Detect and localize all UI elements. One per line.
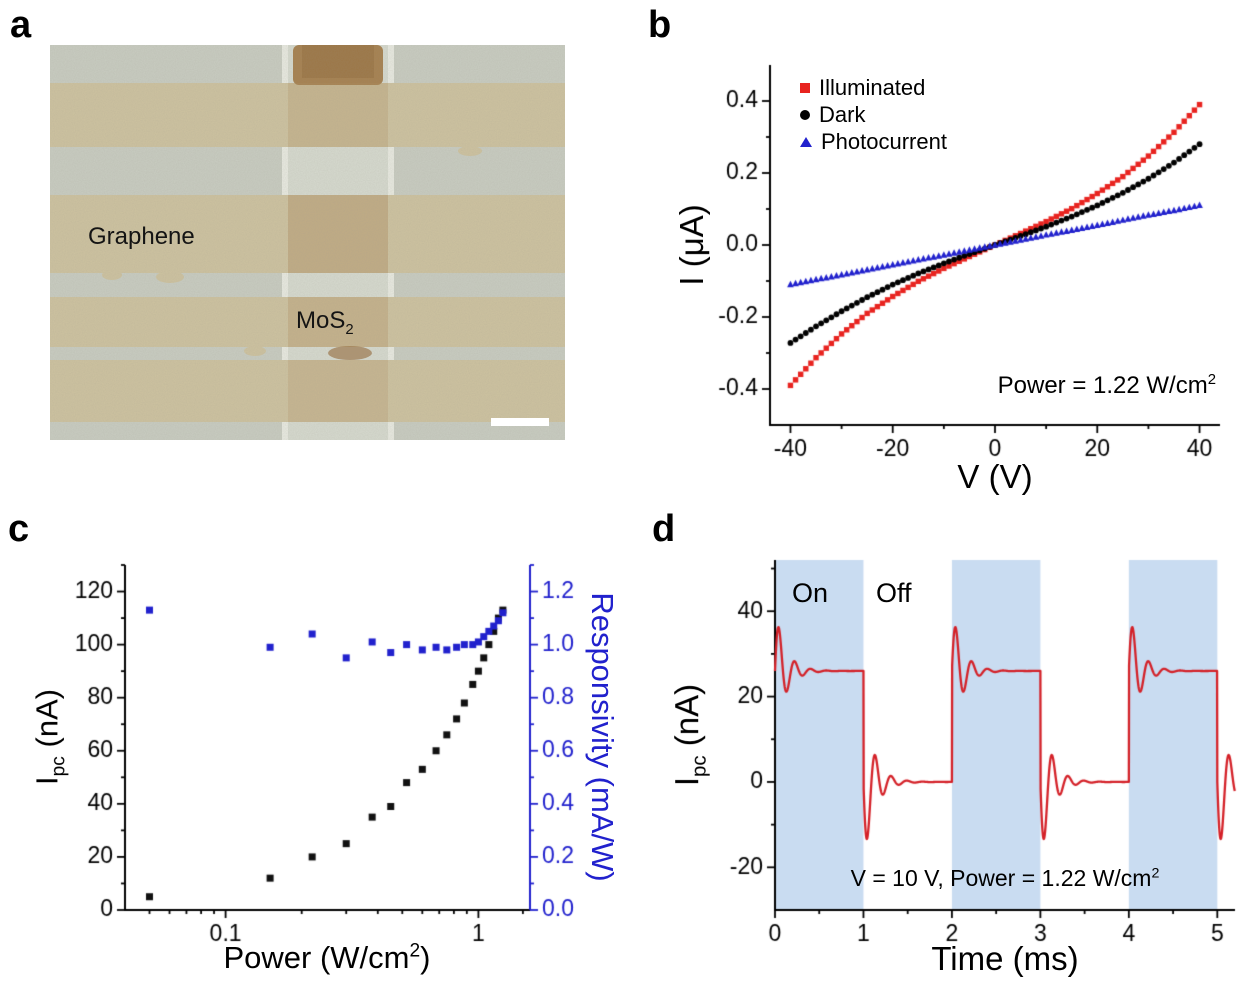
chart-c-left-title-sub: pc <box>48 756 70 777</box>
chart-c-xaxis-post: ) <box>420 940 431 975</box>
chart-b-xaxis-title: V (V) <box>957 458 1032 496</box>
chart-d-annotation-text: V = 10 V, Power = 1.22 W/cm <box>850 865 1152 891</box>
chart-d-annotation-sup: 2 <box>1151 865 1160 882</box>
mos2-label-sub: 2 <box>345 321 354 338</box>
panel-letter-d: d <box>652 508 676 550</box>
on-region-label: On <box>792 578 828 609</box>
chart-c-right-title-text: Responsivity (mA/W) <box>585 592 620 882</box>
panel-letter-c: c <box>8 508 30 550</box>
chart-b-canvas <box>660 30 1250 500</box>
on-label-text: On <box>792 578 829 608</box>
legend-label-photocurrent: Photocurrent <box>821 128 947 154</box>
legend-label-illuminated: Illuminated <box>819 74 926 100</box>
mos2-label: MoS2 <box>296 307 354 338</box>
off-region-label: Off <box>876 578 912 609</box>
chart-c-xaxis-sup: 2 <box>409 940 421 962</box>
chart-c-power-dependence: Power (W/cm2) Ipc (nA) Responsivity (mA/… <box>29 540 630 990</box>
chart-d-yaxis-title-post: (nA) <box>668 683 706 756</box>
chart-d-xaxis-title-text: Time (ms) <box>931 940 1079 977</box>
mos2-label-main: MoS <box>296 307 346 334</box>
chart-b-xaxis-title-text: V (V) <box>957 458 1033 495</box>
chart-d-yaxis-title-main: I <box>668 776 706 787</box>
graphene-label: Graphene <box>88 223 195 251</box>
chart-b-annotation-text: Power = 1.22 W/cm <box>997 372 1208 399</box>
legend-item-illuminated: Illuminated <box>800 74 947 101</box>
chart-b-yaxis-title-text: I (μA) <box>673 204 710 286</box>
chart-c-right-axis-title: Responsivity (mA/W) <box>584 592 620 881</box>
micrograph-image <box>50 45 565 440</box>
panel-letter-a: a <box>10 4 32 46</box>
chart-d-xaxis-title: Time (ms) <box>931 940 1078 978</box>
chart-b-annotation-sup: 2 <box>1207 372 1216 388</box>
chart-b-annotation: Power = 1.22 W/cm2 <box>998 372 1216 400</box>
legend-marker-triangle-icon <box>800 136 812 147</box>
legend-item-photocurrent: Photocurrent <box>800 128 947 155</box>
chart-c-xaxis-title: Power (W/cm2) <box>223 940 430 976</box>
chart-d-yaxis-title-sub: pc <box>687 755 711 777</box>
chart-c-left-title-post: (nA) <box>29 688 65 757</box>
chart-c-left-title-main: I <box>29 776 65 786</box>
chart-c-xaxis-pre: Power (W/cm <box>223 940 410 975</box>
chart-c-canvas <box>30 540 630 990</box>
chart-b-iv-curves: Illuminated Dark Photocurrent Power = 1.… <box>660 30 1250 500</box>
chart-d-annotation: V = 10 V, Power = 1.22 W/cm2 <box>775 865 1235 892</box>
chart-c-left-axis-title: Ipc (nA) <box>29 689 70 785</box>
noise-overlay <box>50 45 565 440</box>
micrograph-panel-a: Graphene MoS2 <box>50 45 565 440</box>
graphene-label-text: Graphene <box>88 223 195 250</box>
off-label-text: Off <box>876 578 912 608</box>
legend-marker-square-icon <box>800 82 810 93</box>
chart-d-time-response: On Off V = 10 V, Power = 1.22 W/cm2 Time… <box>660 540 1250 990</box>
chart-b-yaxis-title: I (μA) <box>673 204 711 285</box>
chart-d-canvas <box>660 540 1250 990</box>
legend-label-dark: Dark <box>819 101 866 127</box>
chart-b-legend: Illuminated Dark Photocurrent <box>800 74 947 155</box>
chart-d-yaxis-title: Ipc (nA) <box>668 684 712 786</box>
legend-item-dark: Dark <box>800 101 947 128</box>
scale-bar <box>491 418 549 426</box>
legend-marker-circle-icon <box>800 109 810 120</box>
